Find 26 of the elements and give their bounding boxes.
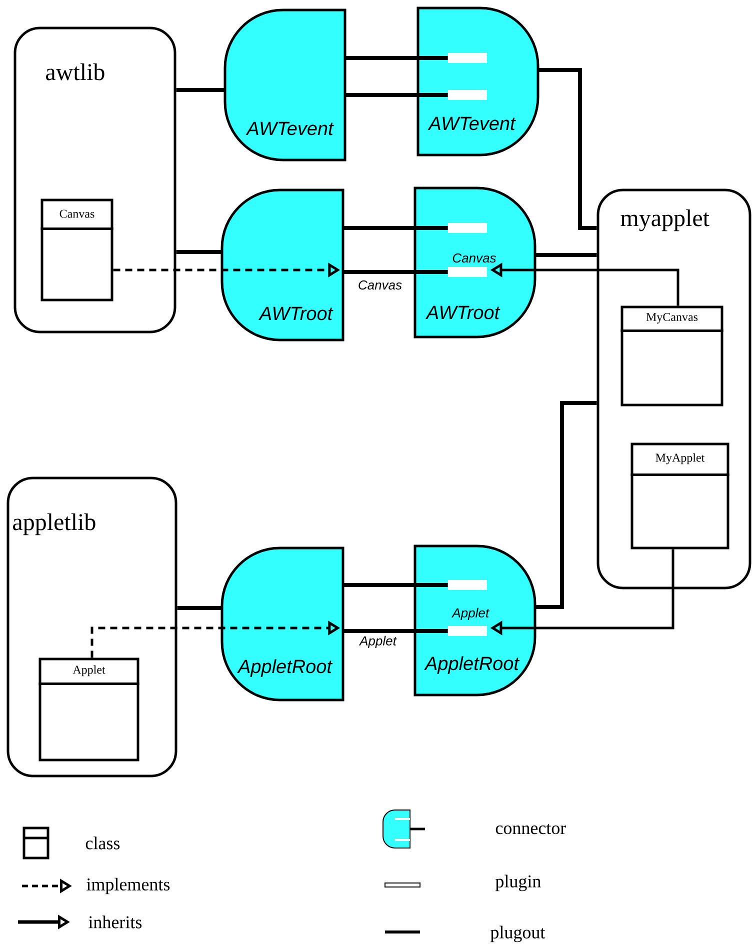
plugin-label: Applet: [452, 608, 490, 620]
edge-label: Canvas: [356, 279, 404, 291]
class-box: Applet: [38, 658, 140, 762]
connector-line: [343, 226, 448, 230]
class-box: MyApplet: [630, 442, 730, 550]
legend-text: implements: [86, 878, 170, 894]
legend-text: inherits: [88, 916, 142, 928]
connector-line: [177, 606, 222, 610]
connector-line: [343, 629, 448, 633]
plugin-label: Canvas: [452, 253, 496, 263]
connector-line: [535, 401, 597, 609]
connector-line: [176, 88, 225, 92]
connector-line: [343, 270, 448, 274]
connector-line: [345, 93, 448, 97]
connector-line: [343, 583, 448, 587]
connector-line: [535, 253, 597, 257]
connector-line: [538, 68, 597, 230]
legend-text: plugout: [490, 926, 546, 942]
legend-text: class: [86, 836, 120, 850]
legend-text: plugin: [495, 874, 541, 892]
connector-line: [345, 56, 448, 60]
edge-label: Applet: [358, 634, 398, 650]
legend-text: connector: [496, 824, 566, 834]
class-box: MyCanvas: [620, 306, 724, 406]
class-box: Canvas: [40, 198, 114, 302]
connector-line: [176, 250, 222, 254]
